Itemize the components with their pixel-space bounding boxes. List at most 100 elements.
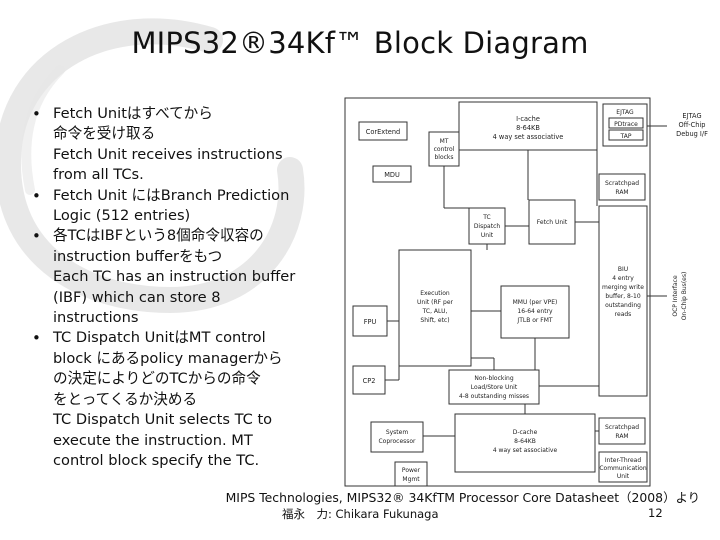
icache-label: I-cache xyxy=(516,115,540,123)
dcache-label: D-cache xyxy=(513,429,538,436)
icache-block xyxy=(458,101,598,151)
mdu-block xyxy=(372,165,412,183)
bullet-line: Fetch Unit receives instructions xyxy=(53,145,283,163)
icache-label: 8-64KB xyxy=(516,124,540,132)
icache-label: 4 way set associative xyxy=(493,133,564,141)
inter-thread-block xyxy=(598,451,648,483)
source-citation: MIPS Technologies, MIPS32® 34KfTM Proces… xyxy=(225,490,700,505)
scratchpad-top-label: Scratchpad xyxy=(605,180,639,187)
ejtag-offchip-label: Debug I/F xyxy=(676,130,708,138)
tc-dispatch-label: Unit xyxy=(481,232,494,239)
bullet-line: control block specify the TC. xyxy=(53,451,260,469)
fetch-unit-label: Fetch Unit xyxy=(537,219,568,226)
bullet-line: の決定によりどのTCからの命令 xyxy=(53,370,261,388)
biu-label: 4 entry xyxy=(612,275,634,282)
bullet-item: 各TCはIBFという8個命令収容の instruction bufferをもつ … xyxy=(30,226,330,328)
execution-unit-label: TC, ALU, xyxy=(422,308,448,315)
pdtrace-label: PDtrace xyxy=(614,121,638,128)
mt-control-label: control xyxy=(434,146,455,153)
execution-unit-label: Execution xyxy=(420,290,450,297)
mt-control-block xyxy=(428,131,460,167)
bullet-line: Each TC has an instruction buffer xyxy=(53,268,296,286)
system-coprocessor-block xyxy=(370,421,424,453)
fpu-label: FPU xyxy=(364,318,377,326)
scratchpad-top-block xyxy=(598,173,646,201)
power-mgmt-block xyxy=(394,461,428,487)
dcache-label: 8-64KB xyxy=(514,438,536,445)
bullet-line: block にあるpolicy managerから xyxy=(53,349,283,367)
author-name: 福永 力: Chikara Fukunaga xyxy=(282,507,439,521)
fetch-unit-block xyxy=(528,199,576,245)
load-store-label: Load/Store Unit xyxy=(471,384,518,391)
biu-block xyxy=(598,205,648,397)
ejtag-offchip-label: EJTAG xyxy=(682,112,701,120)
scratchpad-bottom-block xyxy=(598,417,646,445)
bullet-line: 命令を受け取る xyxy=(53,125,156,143)
tap-block xyxy=(608,129,644,141)
biu-label: merging write xyxy=(602,284,644,291)
load-store-label: Non-blocking xyxy=(474,375,514,382)
bullet-line: 各TCはIBFという8個命令収容の xyxy=(53,227,264,245)
mmu-block xyxy=(500,285,570,339)
bullet-line: Logic (512 entries) xyxy=(53,207,191,225)
bullet-item: Fetch Unit にはBranch Prediction Logic (51… xyxy=(30,186,330,227)
bullet-line: instruction bufferをもつ xyxy=(53,247,223,265)
bullet-line: from all TCs. xyxy=(53,166,144,184)
bullet-line: execute the instruction. MT xyxy=(53,431,253,449)
diagram-connectors xyxy=(385,150,599,437)
tc-dispatch-label: TC xyxy=(482,214,491,221)
execution-unit-block xyxy=(398,249,472,367)
execution-unit-label: Unit (RF per xyxy=(417,299,453,306)
mmu-label: JTLB or FMT xyxy=(516,317,552,324)
ejtag-label: EJTAG xyxy=(616,109,634,116)
mt-control-label: blocks xyxy=(434,154,453,161)
ocp-interface-label: OCP Interface xyxy=(672,275,679,317)
core-boundary xyxy=(344,97,651,487)
bullet-line: instructions xyxy=(53,309,139,327)
mt-control-label: MT xyxy=(440,138,449,145)
dcache-label: 4 way set associative xyxy=(493,447,558,454)
page-number: 12 xyxy=(648,506,663,520)
mmu-label: 16-64 entry xyxy=(517,308,553,315)
biu-label: BIU xyxy=(618,266,628,273)
ejtag-offchip-label: Off-Chip xyxy=(679,121,706,129)
mmu-label: MMU (per VPE) xyxy=(513,299,558,306)
tc-dispatch-label: Dispatch xyxy=(474,223,501,230)
bullet-list: Fetch Unitはすべてから 命令を受け取る Fetch Unit rece… xyxy=(30,104,330,471)
scratchpad-bottom-label: Scratchpad xyxy=(605,424,639,431)
biu-label: buffer, 8-10 xyxy=(605,293,641,300)
system-coprocessor-label: System xyxy=(386,429,409,436)
inter-thread-label: Unit xyxy=(617,473,630,480)
bullet-item: TC Dispatch UnitはMT control block にあるpol… xyxy=(30,328,330,471)
bullet-line: をとってくるか決める xyxy=(53,390,198,408)
pdtrace-block xyxy=(608,117,644,129)
system-coprocessor-label: Coprocessor xyxy=(378,438,416,445)
biu-label: reads xyxy=(615,311,632,318)
execution-unit-label: Shift, etc) xyxy=(420,317,449,324)
slide-title: MIPS32®34Kf™ Block Diagram xyxy=(131,26,589,60)
inter-thread-label: Inter-Thread xyxy=(605,457,641,464)
inter-thread-label: Communication xyxy=(599,465,646,472)
bullet-line: Fetch Unitはすべてから xyxy=(53,105,213,122)
bullet-item: Fetch Unitはすべてから 命令を受け取る Fetch Unit rece… xyxy=(30,104,330,186)
load-store-label: 4-8 outstanding misses xyxy=(459,393,529,400)
block-diagram: I-cache 8-64KB 4 way set associative Cor… xyxy=(344,97,708,487)
power-mgmt-label: Power xyxy=(402,467,421,474)
cp2-block xyxy=(352,365,386,395)
dcache-block xyxy=(454,413,596,473)
corextend-block xyxy=(358,121,408,141)
mdu-label: MDU xyxy=(384,171,400,179)
fpu-block xyxy=(352,305,388,337)
cp2-label: CP2 xyxy=(363,377,376,385)
tap-label: TAP xyxy=(620,133,632,140)
bullet-line: TC Dispatch Unit selects TC to xyxy=(53,411,273,429)
power-mgmt-label: Mgmt xyxy=(402,476,420,483)
corextend-label: CorExtend xyxy=(366,128,400,136)
ocp-interface-label: On-Chip Bus(es) xyxy=(681,272,688,321)
scratchpad-bottom-label: RAM xyxy=(615,433,628,440)
scratchpad-top-label: RAM xyxy=(615,189,628,196)
bullet-line: TC Dispatch UnitはMT control xyxy=(53,329,266,347)
biu-label: outstanding xyxy=(605,302,641,309)
bullet-line: Fetch Unit にはBranch Prediction xyxy=(53,186,290,204)
bullet-line: (IBF) which can store 8 xyxy=(53,288,221,306)
